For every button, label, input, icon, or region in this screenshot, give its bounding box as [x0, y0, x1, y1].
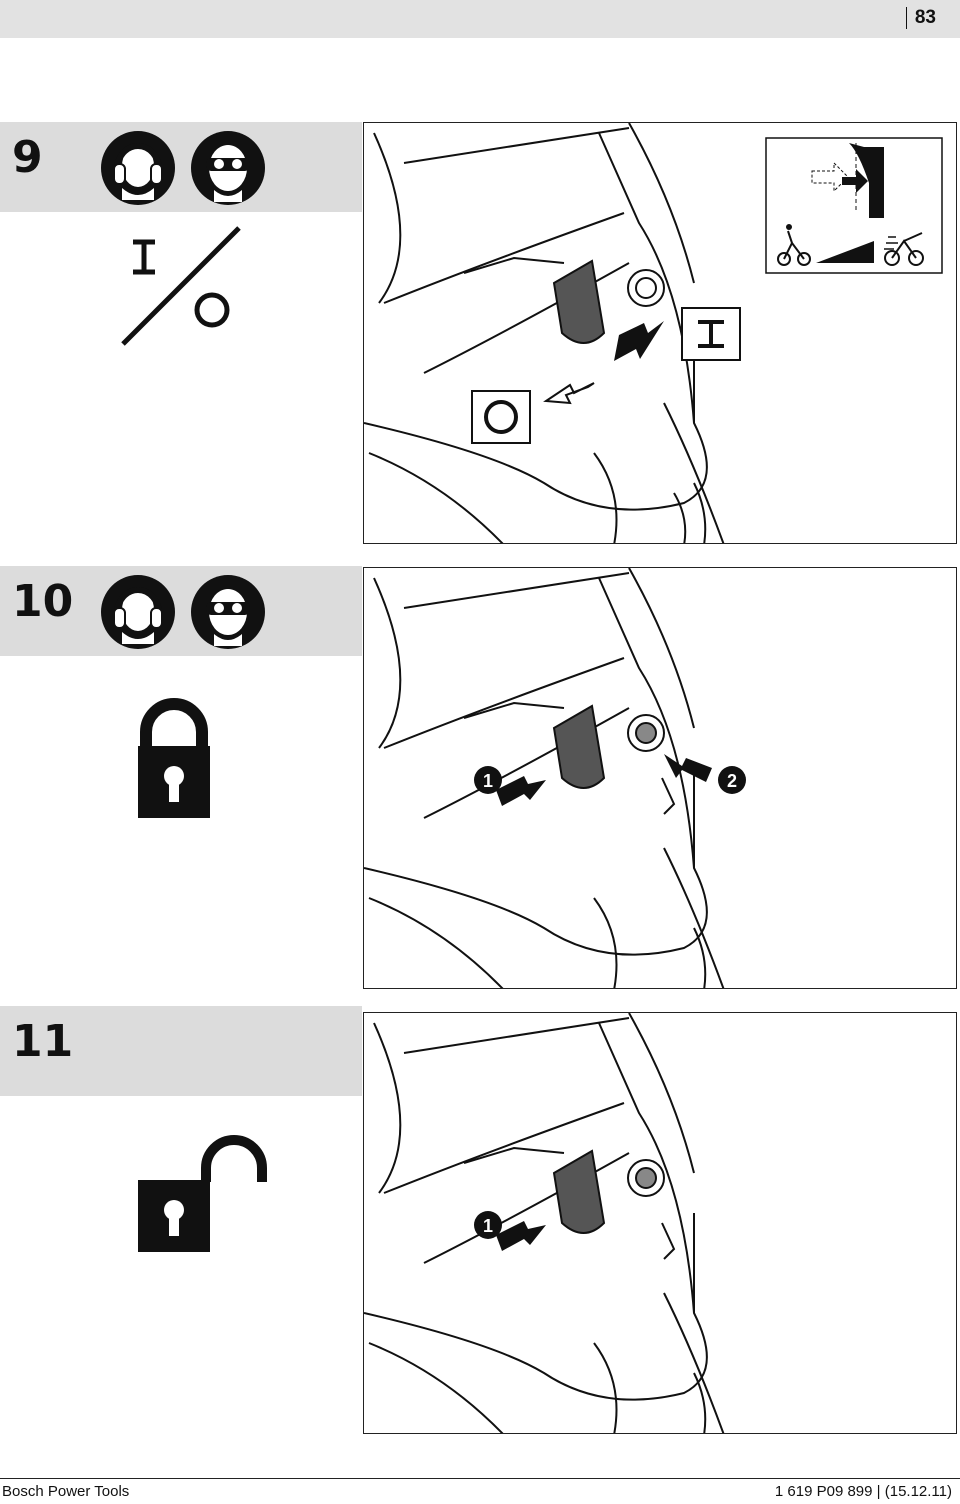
- footer-doc-ref: 1 619 P09 899 | (15.12.11): [774, 1483, 952, 1500]
- grinder-handle-drawing: 1: [364, 1013, 725, 1433]
- step-11-illustration: 1: [363, 1012, 957, 1434]
- step-10-band: 10: [0, 566, 362, 656]
- eye-protection-icon: [191, 131, 265, 205]
- step-9-band: 9: [0, 122, 362, 212]
- callout-1-label: 1: [483, 771, 493, 791]
- header-bar: 83: [0, 0, 960, 38]
- grinder-handle-drawing: [364, 123, 943, 543]
- step-10-number: 10: [12, 576, 74, 627]
- step-9-illustration: [363, 122, 957, 544]
- grinder-handle-drawing: 1 2: [364, 568, 746, 988]
- callout-2-label: 2: [727, 771, 737, 791]
- step-10-illustration: 1 2: [363, 567, 957, 989]
- eye-protection-icon: [191, 575, 265, 649]
- locked-padlock-icon: [138, 698, 210, 818]
- page-number: 83: [905, 7, 936, 29]
- unlocked-padlock-icon: [138, 1135, 267, 1252]
- ear-protection-icon: [101, 131, 175, 205]
- callout-1-label: 1: [483, 1216, 493, 1236]
- on-off-switch-symbol-icon: [121, 226, 241, 346]
- ear-protection-icon: [101, 575, 175, 649]
- footer: Bosch Power Tools 1 619 P09 899 | (15.12…: [0, 1478, 960, 1504]
- footer-brand: Bosch Power Tools: [2, 1483, 130, 1500]
- step-11-number: 11: [12, 1016, 74, 1067]
- step-9-number: 9: [12, 132, 43, 183]
- step-11-band: 11: [0, 1006, 362, 1096]
